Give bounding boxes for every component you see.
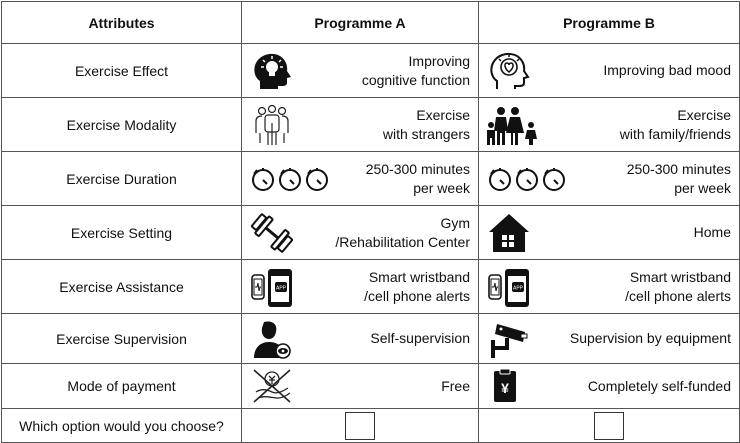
header-programme-b: Programme B	[478, 1, 740, 44]
stopwatch-icon	[250, 157, 334, 201]
header-programme-a: Programme A	[241, 1, 479, 44]
table-row: Exercise Setting Gym /Rehabilitation Cen…	[1, 205, 740, 260]
table-row: Exercise Effect Improving cognitive func…	[1, 43, 740, 98]
dumbbell-icon	[250, 211, 310, 255]
programme-a-assistance: Smart wristband /cell phone alerts	[364, 268, 470, 304]
app-label: APP	[513, 285, 524, 291]
programme-a-setting: Gym /Rehabilitation Center	[335, 214, 470, 250]
app-label: APP	[276, 285, 287, 291]
header-attributes: Attributes	[1, 1, 242, 44]
attribute-label: Exercise Supervision	[1, 313, 242, 364]
no-payment-icon	[250, 364, 310, 408]
table-row: Exercise Duration 250-300 minutes per we…	[1, 151, 740, 206]
table-row: Mode of payment Free ¥	[1, 363, 740, 409]
wristband-phone-icon: APP	[487, 265, 547, 309]
programme-b-modality: Exercise with family/friends	[619, 106, 731, 142]
programme-a-effect: Improving cognitive function	[361, 52, 470, 88]
stopwatch-icon	[487, 157, 571, 201]
person-eye-icon	[250, 317, 310, 361]
programme-b-checkbox[interactable]	[594, 411, 624, 440]
programme-b-assistance: Smart wristband /cell phone alerts	[625, 268, 731, 304]
programme-a-modality: Exercise with strangers	[382, 106, 470, 142]
attribute-label: Exercise Assistance	[1, 259, 242, 314]
programme-a-checkbox[interactable]	[345, 411, 375, 440]
choice-question: Which option would you choose?	[1, 408, 242, 443]
wristband-phone-icon: APP	[250, 265, 310, 309]
table-row: Exercise Modality Exercise with stranger…	[1, 97, 740, 152]
programme-b-duration: 250-300 minutes per week	[626, 160, 731, 196]
security-camera-icon	[487, 317, 547, 361]
programme-b-setting: Home	[693, 224, 731, 240]
programme-b-supervision: Supervision by equipment	[569, 330, 731, 346]
programme-a-supervision: Self-supervision	[370, 330, 470, 346]
attribute-label: Mode of payment	[1, 363, 242, 409]
yuan-receipt-icon: ¥	[487, 364, 547, 408]
group-people-icon	[250, 103, 310, 147]
head-heart-icon	[487, 49, 547, 93]
programme-b-payment: Completely self-funded	[587, 377, 731, 394]
house-icon	[487, 211, 547, 255]
head-lightbulb-icon	[250, 49, 310, 93]
attribute-label: Exercise Effect	[1, 43, 242, 98]
attribute-label: Exercise Duration	[1, 151, 242, 206]
attribute-label: Exercise Modality	[1, 97, 242, 152]
currency-symbol: ¥	[501, 380, 509, 396]
table-row: Exercise Assistance APP Smart wristband …	[1, 259, 740, 314]
family-icon	[487, 103, 547, 147]
programme-b-effect: Improving bad mood	[603, 62, 731, 78]
programme-a-payment: Free	[441, 377, 470, 394]
attribute-label: Exercise Setting	[1, 205, 242, 260]
table-row: Which option would you choose?	[1, 408, 740, 443]
programme-a-duration: 250-300 minutes per week	[365, 160, 470, 196]
table-row: Exercise Supervision Self-supervision	[1, 313, 740, 364]
